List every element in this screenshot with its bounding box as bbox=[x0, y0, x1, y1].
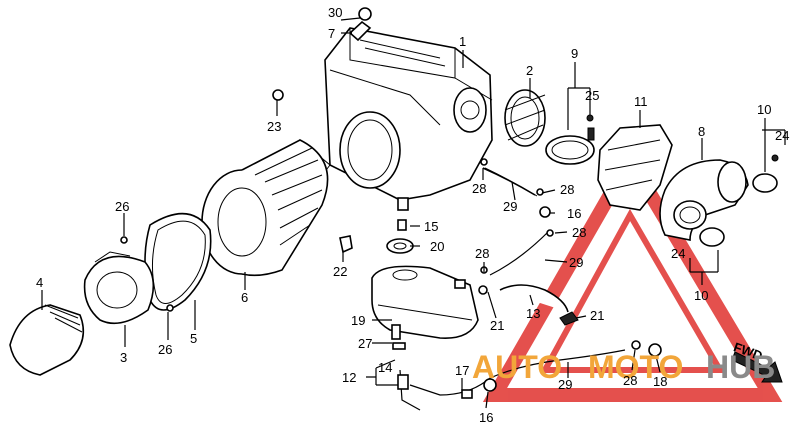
seal-gasket bbox=[144, 212, 212, 311]
valve-16b bbox=[483, 378, 497, 392]
callout-30: 30 bbox=[328, 5, 342, 20]
callout-26-top: 26 bbox=[115, 199, 129, 214]
callout-29-a: 29 bbox=[503, 199, 517, 214]
callout-27: 27 bbox=[358, 336, 372, 351]
callout-6: 6 bbox=[241, 290, 248, 305]
breather-hoses bbox=[399, 167, 626, 411]
callout-29-b: 29 bbox=[569, 255, 583, 270]
callout-15: 15 bbox=[424, 219, 438, 234]
callout-22: 22 bbox=[333, 264, 347, 279]
air-cleaner-case bbox=[299, 27, 493, 211]
hose-band bbox=[504, 89, 546, 147]
plug bbox=[397, 219, 407, 231]
screw-26a bbox=[120, 236, 128, 244]
callout-25: 25 bbox=[585, 88, 599, 103]
callout-17: 17 bbox=[455, 363, 469, 378]
watermark-moto: MOTO bbox=[588, 349, 683, 385]
clip-28c bbox=[546, 229, 554, 237]
watermark-auto: AUTO bbox=[472, 349, 562, 385]
callout-11: 11 bbox=[634, 94, 648, 109]
valve-16 bbox=[539, 206, 551, 218]
callout-labels: 1 2 3 4 5 6 7 8 9 10 10 11 12 13 14 15 1… bbox=[36, 5, 789, 425]
callout-14: 14 bbox=[378, 360, 392, 375]
callout-1: 1 bbox=[459, 34, 466, 49]
callout-12: 12 bbox=[342, 370, 356, 385]
callout-20: 20 bbox=[430, 239, 444, 254]
bolt-30 bbox=[358, 7, 372, 21]
screw-25 bbox=[586, 114, 594, 122]
clip-21a bbox=[478, 285, 488, 295]
callout-26-bottom: 26 bbox=[158, 342, 172, 357]
clip-21b bbox=[559, 311, 579, 326]
watermark-hub: HUB bbox=[706, 349, 775, 385]
callout-24-bottom: 24 bbox=[671, 246, 685, 261]
air-cleaner-cover bbox=[83, 251, 155, 325]
filter-element bbox=[201, 139, 329, 277]
screw-26b bbox=[166, 304, 174, 312]
breather-separator bbox=[371, 265, 479, 340]
clip-28a bbox=[480, 158, 488, 166]
clip-17 bbox=[461, 389, 473, 399]
plug-18 bbox=[648, 343, 662, 357]
clip-7 bbox=[348, 20, 372, 42]
clamp-27 bbox=[392, 342, 406, 350]
clamp bbox=[545, 127, 595, 165]
connecting-tube bbox=[597, 124, 673, 211]
callout-5: 5 bbox=[190, 331, 197, 346]
callout-10-bottom: 10 bbox=[694, 288, 708, 303]
callout-7: 7 bbox=[328, 26, 335, 41]
callout-16-top: 16 bbox=[567, 206, 581, 221]
callout-9: 9 bbox=[571, 46, 578, 61]
callout-23: 23 bbox=[267, 119, 281, 134]
callout-3: 3 bbox=[120, 350, 127, 365]
joint-clamps bbox=[699, 154, 779, 247]
callout-2: 2 bbox=[526, 63, 533, 78]
callout-21-left: 21 bbox=[490, 318, 504, 333]
bolt-23 bbox=[272, 89, 284, 101]
callout-13: 13 bbox=[526, 306, 540, 321]
clip-28b bbox=[536, 188, 544, 196]
callout-10-top: 10 bbox=[757, 102, 771, 117]
clip-28 bbox=[631, 340, 641, 350]
callout-8: 8 bbox=[698, 124, 705, 139]
callout-28-c: 28 bbox=[572, 225, 586, 240]
grommet bbox=[386, 238, 414, 254]
callout-28-b: 28 bbox=[560, 182, 574, 197]
carburetor-joint bbox=[659, 159, 749, 241]
callout-28-d: 28 bbox=[475, 246, 489, 261]
intake-duct bbox=[9, 304, 85, 376]
callout-16-bottom: 16 bbox=[479, 410, 493, 425]
bolt-22 bbox=[339, 235, 353, 254]
watermark-text: AUTO MOTO HUB bbox=[472, 349, 775, 385]
callout-19: 19 bbox=[351, 313, 365, 328]
callout-18: 18 bbox=[653, 374, 667, 389]
callout-29-c: 29 bbox=[558, 377, 572, 392]
callout-24-top: 24 bbox=[775, 128, 789, 143]
leader-lines bbox=[41, 17, 786, 409]
callout-28-e: 28 bbox=[623, 373, 637, 388]
callout-4: 4 bbox=[36, 275, 43, 290]
callout-28-a: 28 bbox=[472, 181, 486, 196]
drain-plug bbox=[397, 374, 409, 390]
callout-21-right: 21 bbox=[590, 308, 604, 323]
